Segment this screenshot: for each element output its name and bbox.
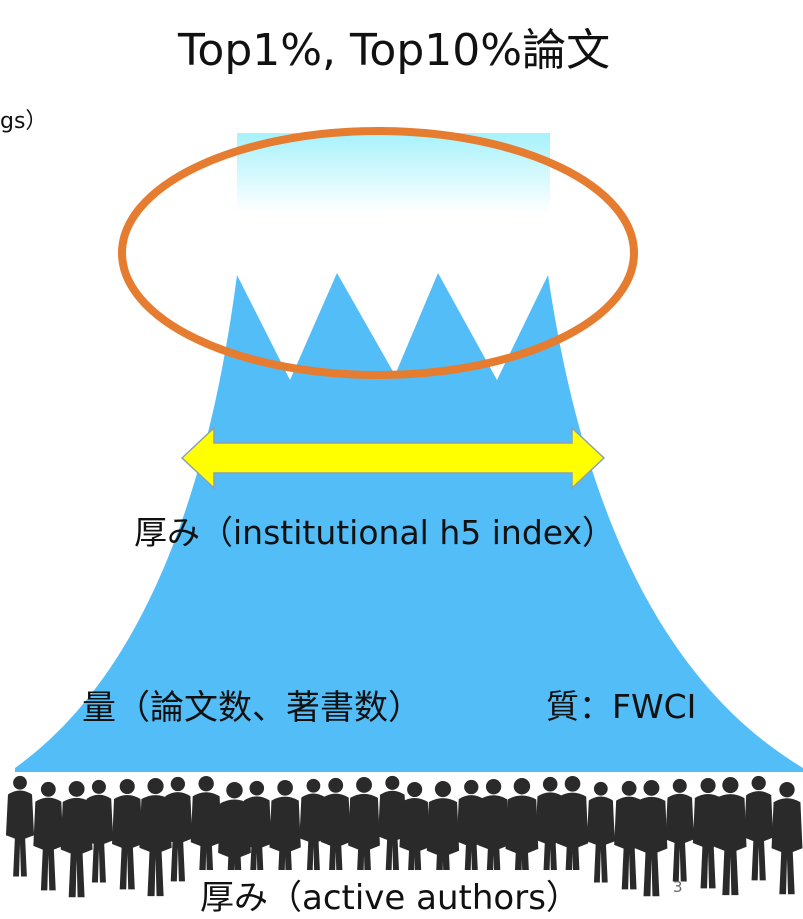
person-silhouette (33, 781, 64, 891)
person-silhouette (218, 782, 251, 903)
person-silhouette (163, 776, 193, 882)
person-silhouette (190, 775, 222, 889)
person-silhouette (456, 779, 486, 885)
person-silhouette (139, 778, 172, 897)
person-silhouette (714, 777, 747, 896)
person-silhouette (665, 778, 695, 882)
person-silhouette (399, 781, 430, 893)
cut-off-text: gs） (0, 109, 48, 134)
person-silhouette (320, 777, 351, 887)
slide-title: Top1%, Top10%論文 (178, 25, 611, 76)
person-silhouette (505, 778, 539, 899)
person-silhouette (242, 780, 272, 888)
person-silhouette (478, 778, 510, 892)
person-silhouette (614, 780, 645, 890)
page-number: 3 (673, 878, 683, 896)
person-silhouette (299, 778, 328, 880)
authors-label: 厚み（active authors） (196, 870, 584, 919)
double-headed-arrow-icon (180, 426, 606, 490)
person-silhouette (535, 776, 565, 884)
top-papers-oval (118, 127, 638, 379)
person-silhouette (556, 775, 589, 891)
person-silhouette (84, 779, 114, 883)
person-silhouette (112, 778, 143, 890)
quality-label: 質：FWCI (546, 687, 697, 726)
mountain-shape (15, 273, 803, 772)
person-silhouette (378, 775, 407, 879)
person-silhouette (771, 781, 803, 895)
people-silhouette-icon (5, 775, 803, 903)
person-silhouette (60, 780, 93, 898)
person-silhouette (269, 779, 301, 895)
quantity-label: 量（論文数、著書数） (82, 688, 422, 728)
thickness-label: 厚み（institutional h5 index） (134, 513, 616, 552)
person-silhouette (586, 781, 615, 883)
person-silhouette (635, 779, 668, 897)
person-silhouette (348, 776, 380, 894)
person-silhouette (5, 775, 35, 877)
person-silhouette (426, 781, 460, 900)
person-silhouette (744, 775, 774, 881)
